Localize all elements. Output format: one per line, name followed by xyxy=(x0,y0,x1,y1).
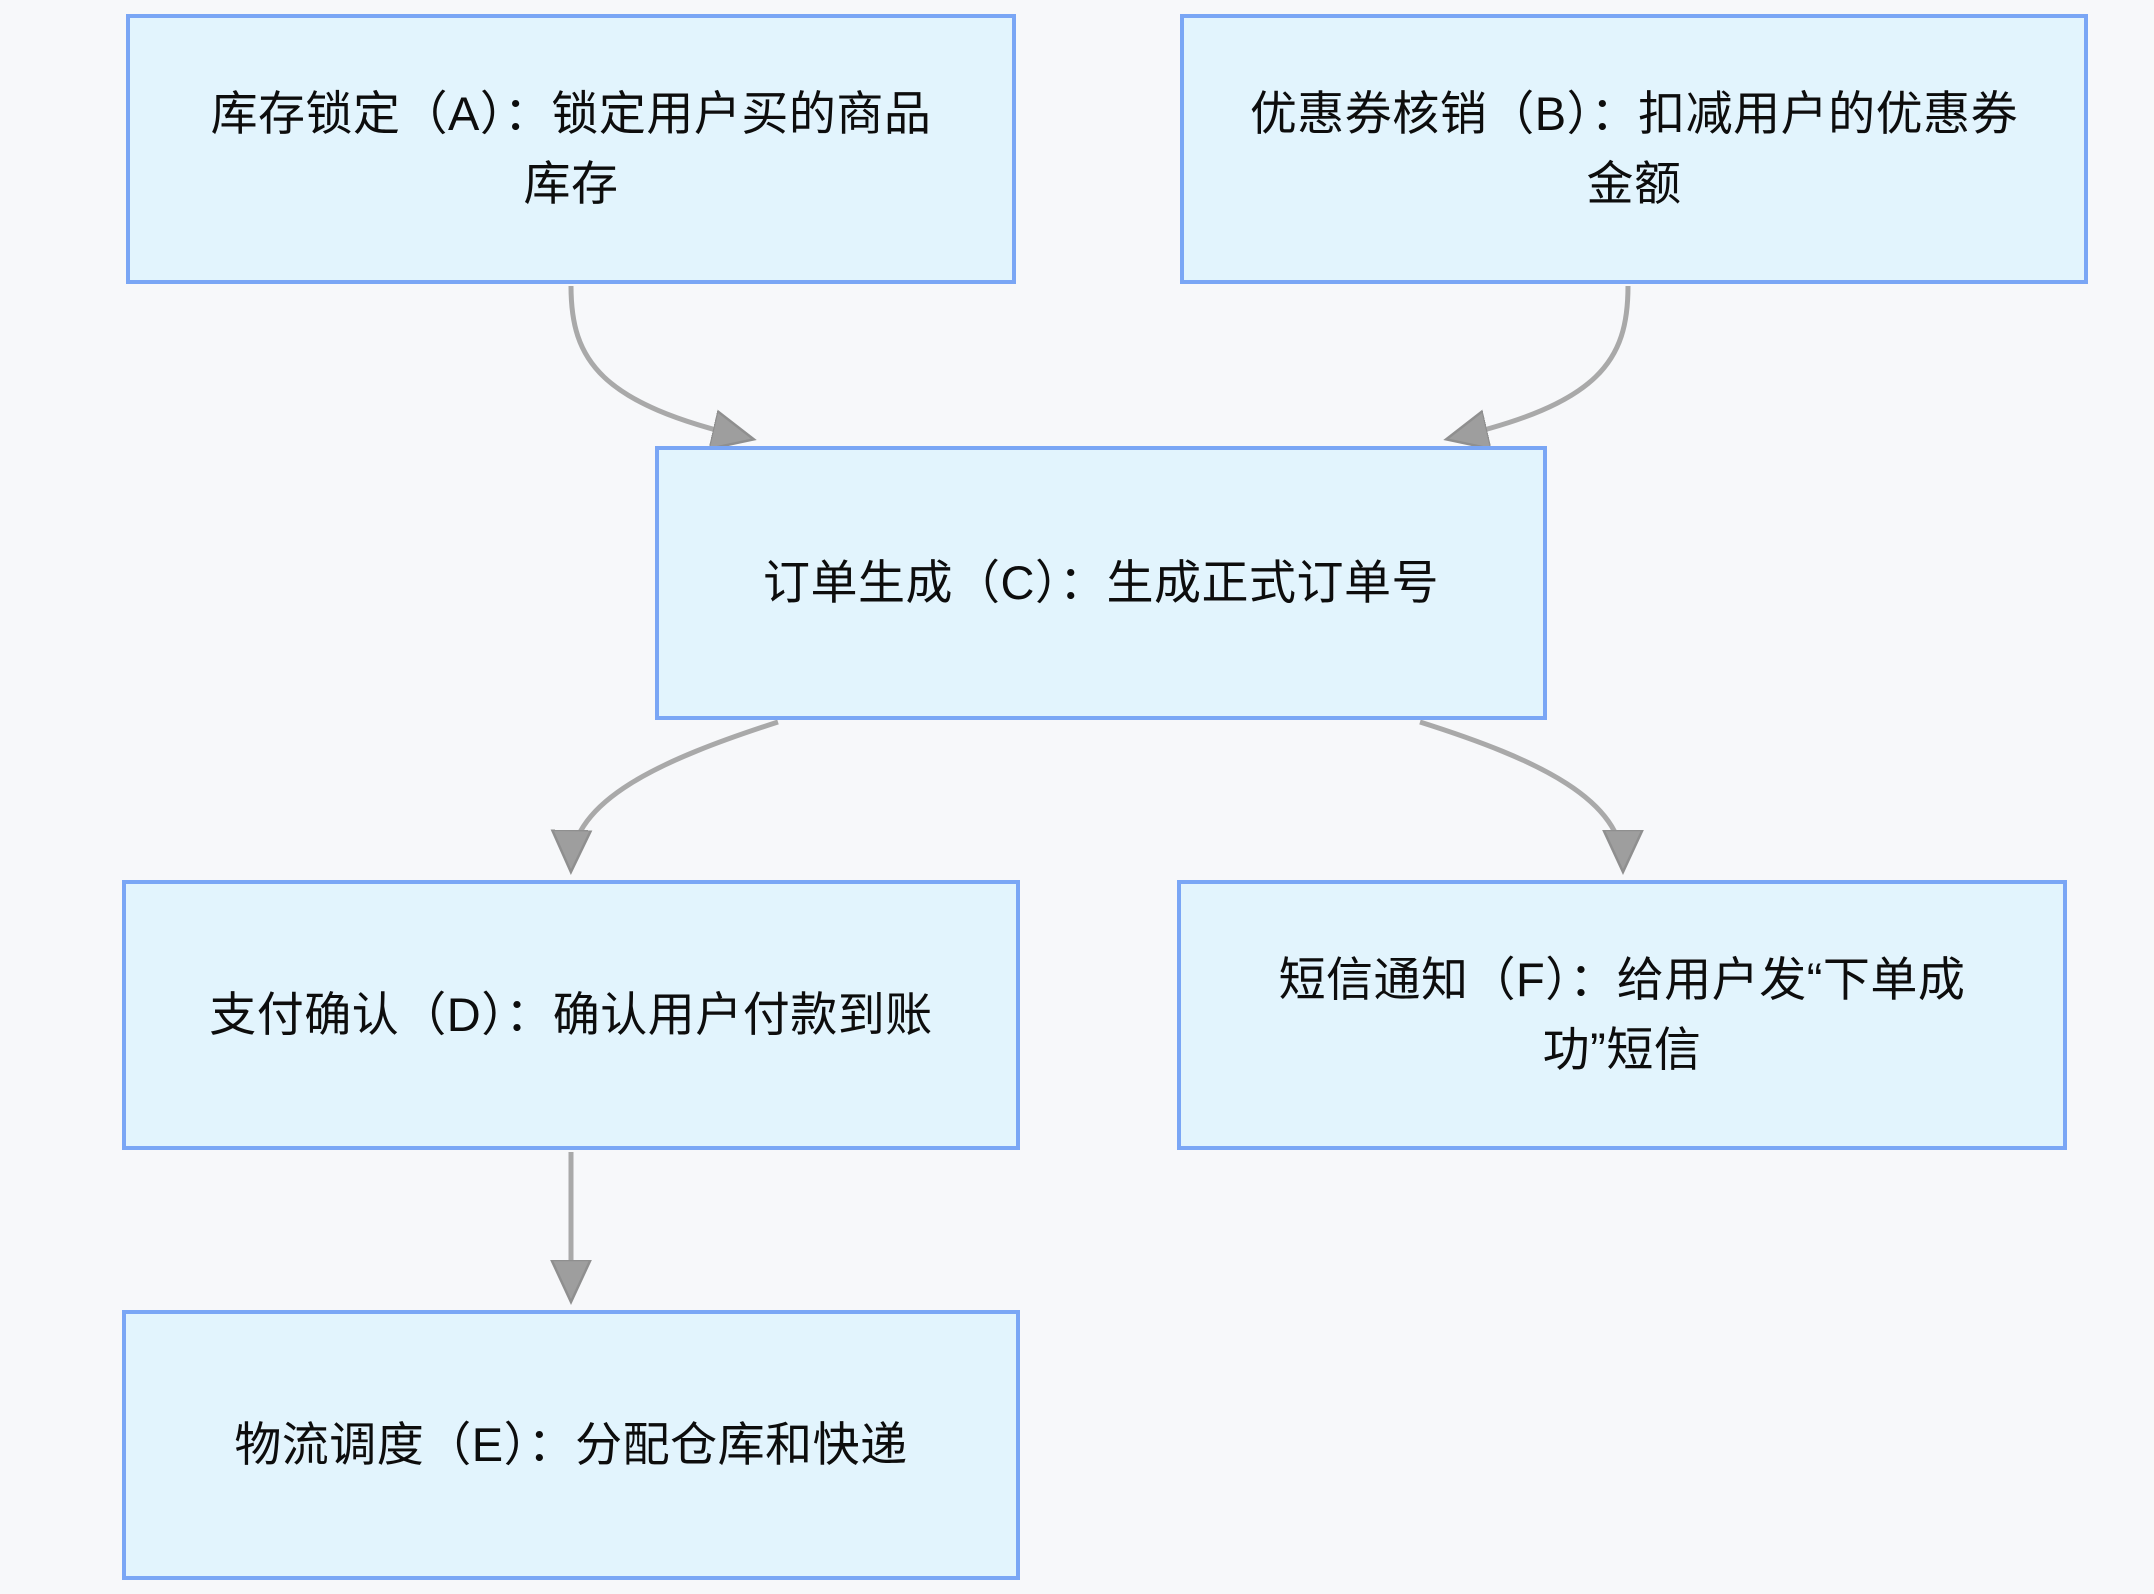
node-label-d: 支付确认（D）：确认用户付款到账 xyxy=(209,988,933,1042)
node-order-create[interactable]: 订单生成（C）：生成正式订单号 xyxy=(655,446,1547,720)
node-logistics-dispatch[interactable]: 物流调度（E）：分配仓库和快递 xyxy=(122,1310,1020,1580)
node-label-f: 短信通知（F）：给用户发“下单成功”短信 xyxy=(1278,953,1966,1076)
node-payment-confirm[interactable]: 支付确认（D）：确认用户付款到账 xyxy=(122,880,1020,1150)
node-label-b: 优惠券核销（B）：扣减用户的优惠券金额 xyxy=(1249,87,2019,210)
edge-b-to-c xyxy=(1452,285,1631,438)
node-inventory-lock[interactable]: 库存锁定（A）：锁定用户买的商品库存 xyxy=(126,14,1016,284)
edge-c-to-d xyxy=(571,719,779,866)
node-label-c: 订单生成（C）：生成正式订单号 xyxy=(763,556,1439,610)
edge-c-to-f xyxy=(1419,719,1623,866)
node-label-e: 物流调度（E）：分配仓库和快递 xyxy=(234,1418,908,1472)
node-coupon-redeem[interactable]: 优惠券核销（B）：扣减用户的优惠券金额 xyxy=(1180,14,2088,284)
node-sms-notify[interactable]: 短信通知（F）：给用户发“下单成功”短信 xyxy=(1177,880,2067,1150)
node-label-a: 库存锁定（A）：锁定用户买的商品库存 xyxy=(210,87,932,210)
edge-a-to-c xyxy=(568,285,748,438)
